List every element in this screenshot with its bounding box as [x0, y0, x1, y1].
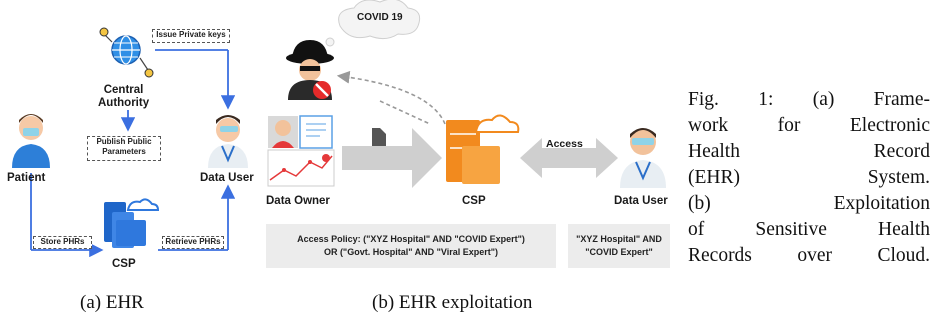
figure-caption-line: Fig. 1: (a) Frame- — [688, 89, 930, 110]
data-user-label-a: Data User — [200, 172, 254, 184]
csp-label-a: CSP — [112, 258, 136, 270]
caption-b: (b) EHR exploitation — [372, 292, 533, 313]
cloud-server-icon — [104, 198, 160, 248]
figure-caption-line: work for Electronic — [688, 115, 930, 136]
access-label: Access — [546, 138, 583, 150]
figure-caption-line: (b) Exploitation — [688, 193, 930, 214]
speech-cloud-icon — [317, 0, 421, 53]
covid-cloud-label: COVID 19 — [357, 12, 403, 23]
access-policy-line2: OR ("Govt. Hospital" AND "Viral Expert") — [323, 247, 499, 257]
publish-line1: Publish Public — [96, 137, 152, 146]
doctor-icon-b — [620, 128, 666, 188]
access-policy-line1: Access Policy: ("XYZ Hospital" AND "COVI… — [297, 233, 525, 244]
hacker-icon — [286, 40, 334, 100]
user-attributes-box: "XYZ Hospital" AND "COVID Expert" — [568, 224, 670, 268]
user-attributes-line1: "XYZ Hospital" AND — [576, 233, 662, 244]
figure-caption-line: of Sensitive Health — [688, 219, 930, 240]
figure-caption-line: Records over Cloud. — [688, 245, 930, 266]
globe-icon — [99, 27, 154, 78]
central-authority-line1: Central — [103, 84, 144, 96]
publish-line2: Parameters — [102, 147, 146, 156]
caption-a: (a) EHR — [80, 292, 144, 313]
figure-caption-line: (EHR) System. — [688, 167, 930, 188]
data-owner-label: Data Owner — [266, 195, 330, 207]
patient-icon — [12, 114, 50, 168]
central-authority-label: Central Authority — [98, 84, 149, 110]
csp-label-b: CSP — [462, 195, 486, 207]
access-arrow — [520, 138, 618, 178]
issue-private-keys-label: Issue Private keys — [152, 29, 230, 43]
cloud-server-icon-orange — [446, 114, 520, 184]
upload-arrow — [342, 128, 442, 188]
figure-caption-line: Health Record — [688, 141, 930, 162]
user-attributes-line2: "COVID Expert" — [585, 247, 653, 257]
patient-label: Patient — [7, 172, 46, 184]
figure-caption: Fig. 1: (a) Frame- work for Electronic H… — [688, 87, 930, 269]
data-user-label-b: Data User — [614, 195, 668, 207]
document-icon — [372, 128, 386, 146]
access-policy-box: Access Policy: ("XYZ Hospital" AND "COVI… — [266, 224, 556, 268]
doctor-icon — [208, 115, 248, 168]
central-authority-line2: Authority — [98, 97, 150, 109]
publish-public-parameters-label: Publish Public Parameters — [87, 136, 161, 161]
data-owner-icon — [267, 115, 335, 187]
store-phrs-label: Store PHRs — [33, 236, 92, 249]
retrieve-phrs-label: Retrieve PHRs — [162, 236, 224, 249]
